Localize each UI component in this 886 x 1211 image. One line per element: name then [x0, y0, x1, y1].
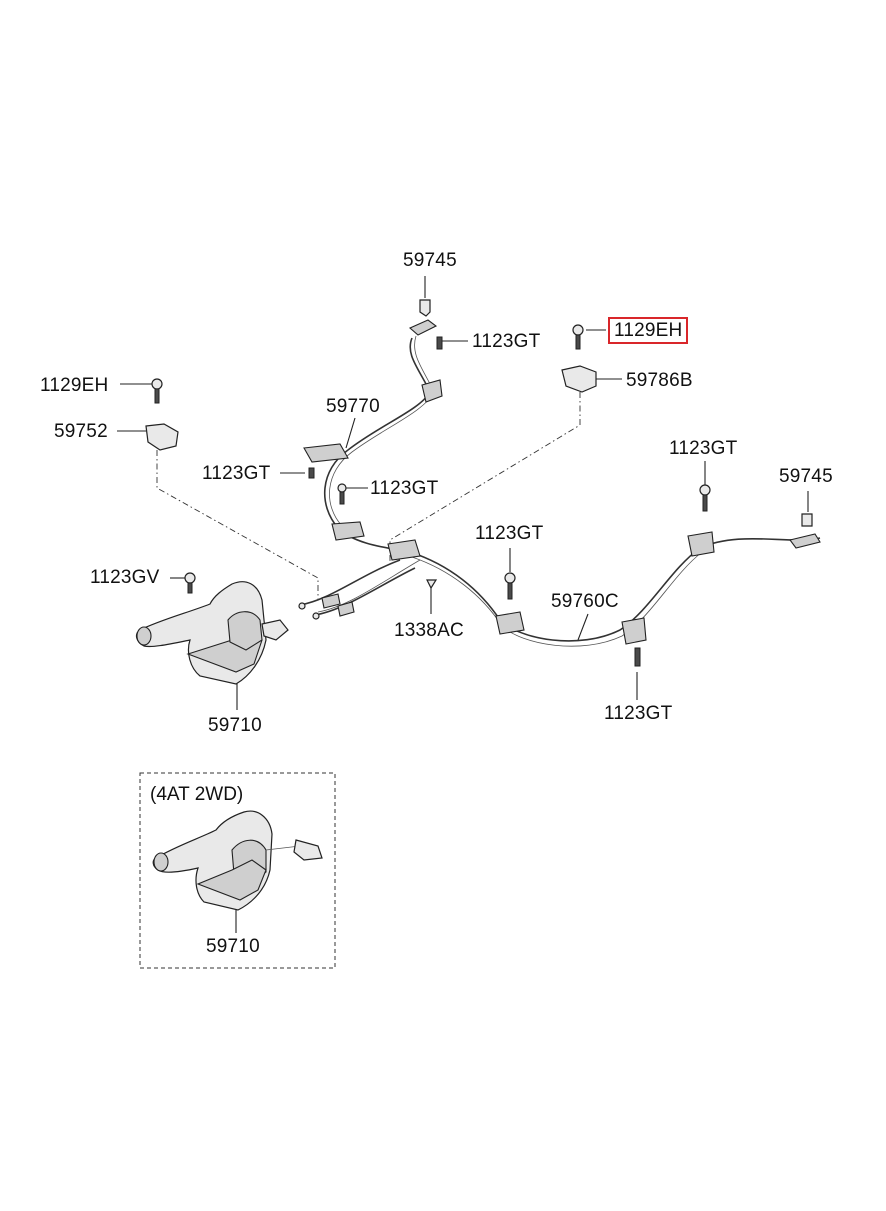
label-59710-variant: 59710 — [206, 936, 260, 957]
label-1338ac: 1338AC — [394, 620, 464, 641]
label-1123gt-bottom: 1123GT — [604, 703, 673, 724]
label-59710-main: 59710 — [208, 715, 262, 736]
label-1123gt-top: 1123GT — [472, 331, 541, 352]
reference-lines — [156, 392, 581, 600]
label-1129eh-highlighted: 1129EH — [608, 317, 689, 344]
variant-box-title: (4AT 2WD) — [150, 784, 244, 805]
label-59752: 59752 — [54, 421, 108, 442]
parking-brake-lever-main — [135, 581, 289, 685]
label-1123gv: 1123GV — [90, 567, 160, 588]
label-59770: 59770 — [326, 396, 380, 417]
label-59745-right: 59745 — [779, 466, 833, 487]
label-59786b: 59786B — [626, 370, 693, 391]
label-59760c: 59760C — [551, 591, 619, 612]
hardware — [145, 299, 821, 667]
label-1129eh-left: 1129EH — [40, 375, 109, 396]
leader-lines — [117, 276, 809, 933]
label-1123gt-center: 1123GT — [475, 523, 544, 544]
label-1123gt-left: 1123GT — [202, 463, 271, 484]
variant-box — [139, 772, 336, 969]
label-1123gt-mid: 1123GT — [370, 478, 439, 499]
cables — [299, 335, 821, 647]
label-1123gt-right-top: 1123GT — [669, 438, 738, 459]
label-59745-top: 59745 — [403, 250, 457, 271]
parking-brake-lever-variant — [152, 810, 323, 911]
